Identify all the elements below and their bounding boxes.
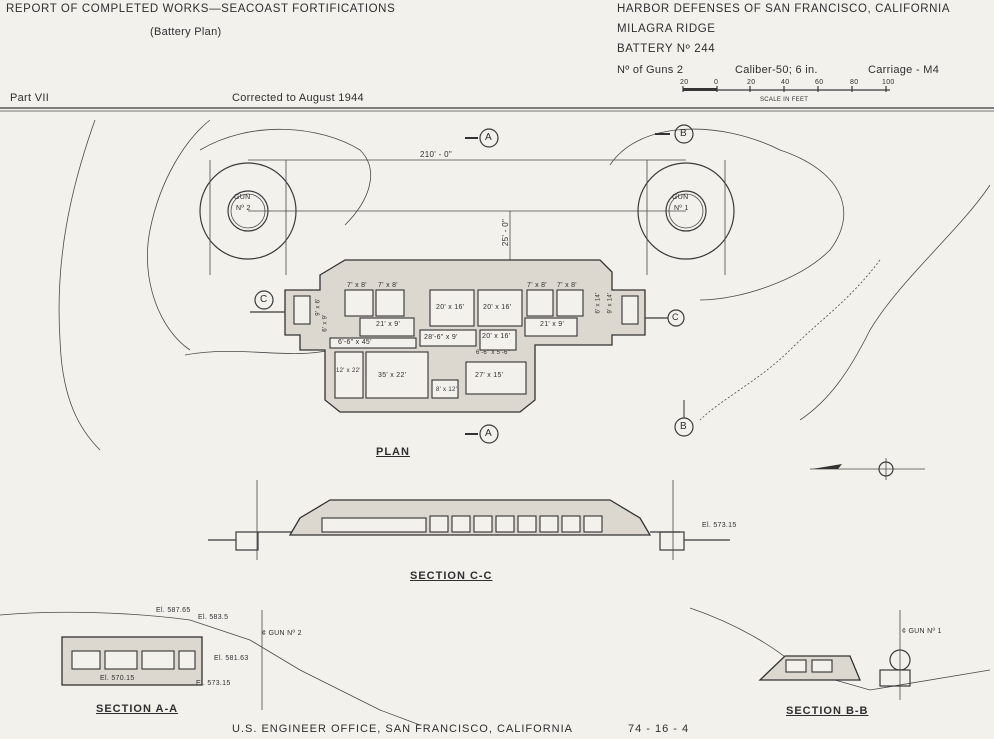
room-label: 7' x 8' [347, 282, 367, 289]
battery-number: BATTERY Nº 244 [617, 43, 716, 55]
gun-count: Nº of Guns 2 [617, 64, 684, 76]
gun-2-label: GUN [234, 194, 251, 201]
plan-title: PLAN [376, 446, 410, 458]
harbor-defense-title: HARBOR DEFENSES OF SAN FRANCISCO, CALIFO… [617, 3, 951, 15]
section-b-markers [655, 124, 694, 437]
site-name: MILAGRA RIDGE [617, 23, 716, 35]
room-label: 6'-6" x 45' [338, 339, 372, 346]
scale-tick-label: 60 [815, 79, 824, 86]
room-label: 20' x 16' [483, 304, 512, 311]
section-aa-gun-centerline: ¢ GUN Nº 2 [262, 630, 302, 637]
section-cc-title: SECTION C-C [410, 570, 493, 582]
scale-bar-graphic [682, 86, 890, 92]
section-cc-drawing [208, 480, 730, 560]
section-c-marker-right: C [672, 312, 679, 322]
report-subtitle: (Battery Plan) [150, 26, 222, 38]
room-label: 9' x 6' [315, 298, 322, 316]
terrain-contours [58, 119, 991, 451]
room-label: 28'-6" x 9' [424, 334, 458, 341]
section-bb-gun-centerline: ¢ GUN Nº 1 [902, 628, 942, 635]
section-aa-elevation: El. 570.15 [100, 675, 135, 682]
gun-emplacement-2 [199, 160, 297, 275]
gun-emplacement-1 [637, 160, 735, 275]
report-title: REPORT OF COMPLETED WORKS—SEACOAST FORTI… [6, 3, 396, 15]
section-b-marker-bottom: B [680, 421, 687, 432]
room-label: 20' x 16' [436, 304, 465, 311]
section-cc-elevation: El. 573.15 [702, 522, 737, 529]
section-a-markers [465, 128, 499, 444]
drawing-number: 74 - 16 - 4 [628, 723, 690, 735]
scale-tick-label: 100 [882, 79, 895, 86]
section-a-marker-top: A [485, 132, 492, 143]
engineer-office: U.S. ENGINEER OFFICE, SAN FRANCISCO, CAL… [232, 723, 573, 735]
gun-spacing-dimension: 210' - 0" [420, 150, 452, 159]
dimension-lines [248, 159, 686, 262]
room-label: 6' x 14' [595, 292, 602, 314]
room-label: 35' x 22' [378, 372, 407, 379]
gun-2-number: Nº 2 [236, 205, 251, 212]
section-aa-elevation: El. 581.63 [214, 655, 249, 662]
north-arrow-icon [810, 458, 925, 480]
room-label: 7' x 8' [527, 282, 547, 289]
room-label: 27' x 15' [475, 372, 504, 379]
section-b-marker-top: B [680, 128, 687, 139]
room-label: 6' x 9' [322, 314, 329, 332]
section-aa-elevation: El. 583.5 [198, 614, 229, 621]
scale-tick-label: 20 [747, 79, 756, 86]
section-bb-drawing [689, 607, 991, 700]
room-label: 20' x 16' [482, 333, 511, 340]
section-bb-title: SECTION B-B [786, 705, 869, 717]
scale-tick-label: 80 [850, 79, 859, 86]
room-label: 8' x 12' [436, 387, 458, 393]
scale-tick-label: 40 [781, 79, 790, 86]
section-aa-drawing [0, 610, 421, 726]
depth-dimension: 25' - 0" [501, 218, 511, 247]
room-label: 7' x 8' [557, 282, 577, 289]
gun-1-number: Nº 1 [674, 205, 689, 212]
section-aa-title: SECTION A-A [96, 703, 179, 715]
scale-tick-label: 20 [680, 79, 689, 86]
gun-1-label: GUN [672, 194, 689, 201]
scale-label: SCALE IN FEET [760, 97, 809, 103]
section-aa-elevation: El. 573.15 [196, 680, 231, 687]
corrected-date: Corrected to August 1944 [232, 92, 364, 104]
part-number: Part VII [10, 92, 50, 104]
section-c-marker-left: C [260, 294, 268, 305]
room-label: 7' x 8' [378, 282, 398, 289]
gun-carriage: Carriage - M4 [868, 64, 940, 76]
scale-tick-label: 0 [714, 79, 719, 86]
room-label: 9' x 14' [607, 292, 614, 314]
room-label: 21' x 9' [376, 321, 401, 328]
gun-caliber: Caliber-50; 6 in. [735, 64, 818, 76]
room-label: 12' x 22' [336, 368, 361, 374]
room-label: 21' x 9' [540, 321, 565, 328]
room-label: 6'-6" x 5'-6" [476, 350, 511, 356]
section-aa-elevation: El. 587.65 [156, 607, 191, 614]
battery-structure-plan [250, 259, 668, 413]
section-a-marker-bottom: A [485, 428, 492, 439]
